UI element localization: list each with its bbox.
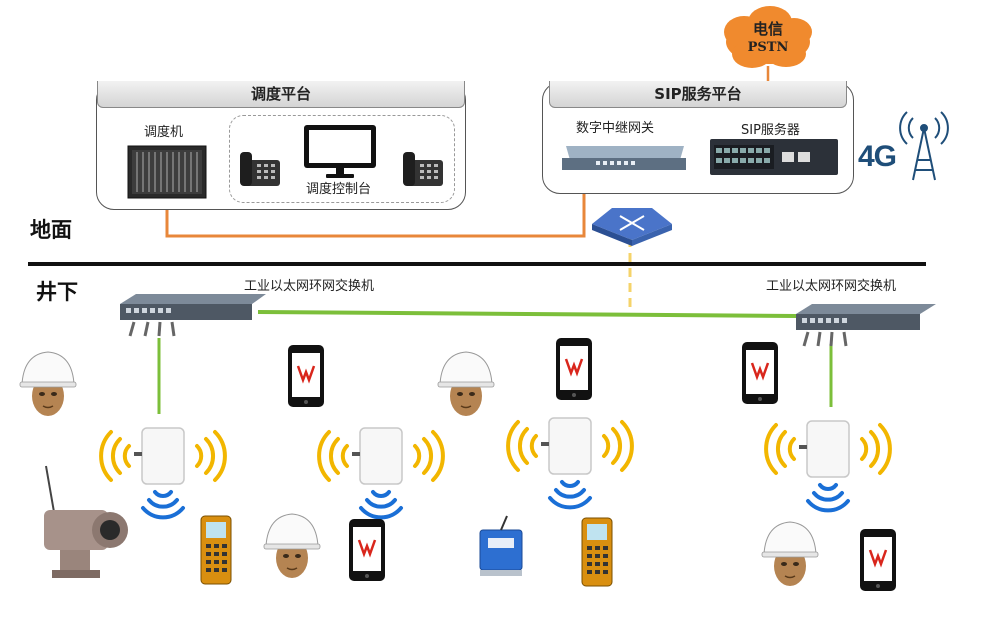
sip-platform-title: SIP服务平台 xyxy=(549,81,847,108)
sip-server-label: SIP服务器 xyxy=(741,123,800,138)
switch-right-label: 工业以太网环网交换机 xyxy=(766,279,897,294)
dispatch-platform-title: 调度平台 xyxy=(97,81,465,108)
surface-label: 地面 xyxy=(30,218,72,242)
underground-label: 井下 xyxy=(36,280,78,304)
gateway-label: 数字中继网关 xyxy=(576,121,655,136)
pstn-line1: 电信 xyxy=(752,20,783,38)
sip-platform-panel: SIP服务平台 xyxy=(542,81,854,194)
badge-4g: 4G xyxy=(858,140,897,173)
switch-left-label: 工业以太网环网交换机 xyxy=(244,279,375,294)
console-group xyxy=(229,115,455,203)
dispatch-platform-panel: 调度平台 xyxy=(96,81,466,210)
link-dispatcher-router xyxy=(165,176,586,238)
link-ring xyxy=(257,310,797,318)
console-label: 调度控制台 xyxy=(306,182,372,197)
pstn-line2: PSTN xyxy=(747,40,789,55)
dispatcher-label: 调度机 xyxy=(144,125,184,140)
